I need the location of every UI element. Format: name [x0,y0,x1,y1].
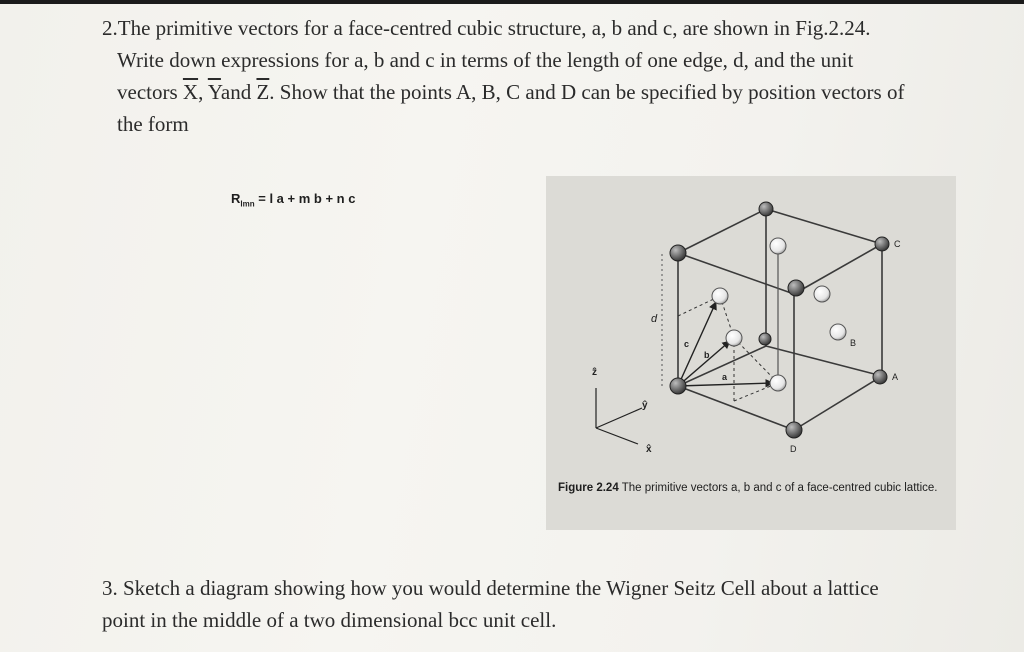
unit-vector-z: Z [256,80,270,104]
vector-c-label: c [684,339,689,349]
figure-number: Figure 2.24 [558,482,619,494]
atom-top-right [813,285,831,303]
coordinate-axes [595,388,643,445]
line-3-suffix: . Show that the points A, B, C and D can… [269,80,905,104]
figure-panel: d a b c C B [546,176,956,530]
vector-a-arrow [677,379,774,388]
atom-front-face-centre [769,374,787,392]
question-2-text: 2.The primitive vectors for a face-centr… [102,12,982,140]
atom-b [829,323,847,341]
white-atoms [711,237,847,392]
unit-vector-x: X [182,80,199,104]
atom-a [872,369,888,385]
cube-front-edges [677,208,883,431]
question-2-line-1: 2.The primitive vectors for a face-centr… [102,16,871,40]
line-3-prefix: vectors [117,80,183,104]
figure-caption: Figure 2.24 The primitive vectors a, b a… [558,480,950,497]
atom-d [785,421,803,439]
comma-separator: , [198,80,208,104]
unit-vector-y: Y [207,80,221,104]
point-b-label: B [850,338,856,348]
atom-front-top-right [787,279,805,297]
top-border [0,0,1024,4]
atom-left-upper [711,287,729,305]
dark-atoms [669,201,890,439]
vector-b-label: b [704,350,710,360]
formula-rhs: = l a + m b + n c [258,191,356,206]
atom-centre-back [758,332,772,346]
atom-mid-left [725,329,743,347]
primitive-vectors [677,301,774,388]
vector-a-label: a [722,372,728,382]
question-2-line-3: vectors X, Yand Z. Show that the points … [102,76,982,108]
figure-caption-text: The primitive vectors a, b and c of a fa… [621,482,938,494]
atom-origin [669,377,687,395]
cube-back-edges [765,208,883,377]
question-2-line-2: Write down expressions for a, b and c in… [117,48,854,72]
atom-back-top-left [758,201,774,217]
atom-c [874,236,890,252]
x-axis-label: x̂ [646,444,652,455]
and-word: and [220,80,257,104]
z-axis-label: ẑ [592,367,597,378]
question-3-line-2: point in the middle of a two dimensional… [102,608,557,632]
formula-subscript: lmn [240,199,255,209]
vector-b-arrow [677,340,731,387]
point-a-label: A [892,372,898,382]
fcc-cube-diagram: d a b c C B [592,201,901,455]
atom-back-face-centre [769,237,787,255]
question-3-line-1: 3. Sketch a diagram showing how you woul… [102,576,879,600]
position-vector-formula: Rlmn = l a + m b + n c [231,191,355,209]
question-3-text: 3. Sketch a diagram showing how you woul… [102,572,982,636]
point-c-label: C [894,239,901,249]
edge-length-label: d [651,313,658,325]
point-d-label: D [790,444,797,454]
question-2-line-4: the form [117,112,189,136]
vector-c-arrow [677,301,717,387]
atom-front-top-left [669,244,687,262]
formula-symbol: R [231,191,241,206]
y-axis-label: ŷ [642,400,648,411]
